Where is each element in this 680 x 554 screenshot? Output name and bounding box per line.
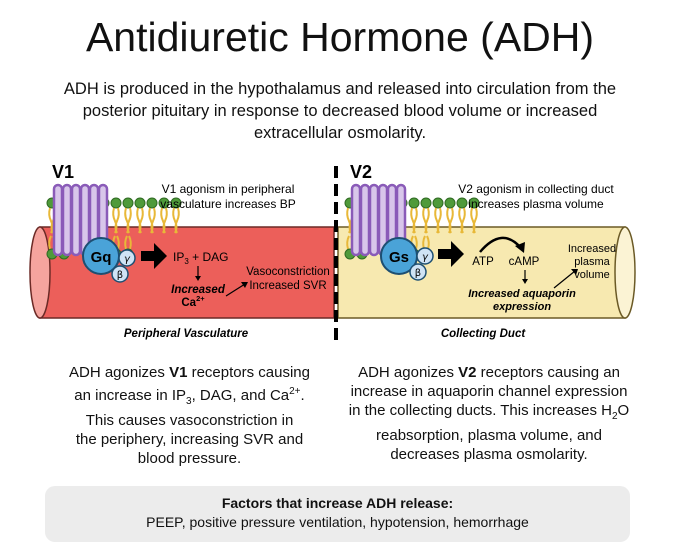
svg-text:β: β [117,270,123,281]
factors-title: Factors that increase ADH release: [221,495,454,511]
v1-arrow-icon [141,243,167,269]
gq-protein: Gq γ β [82,237,136,283]
plasma-volume-line2: plasma [574,256,610,268]
plasma-volume-line3: volume [574,269,609,281]
v2-description: ADH agonizes V2 receptors causing an inc… [348,364,630,463]
aquaporin-line1: Increased aquaporin [468,288,576,300]
v2-arrow-icon [438,241,464,267]
collecting-duct-label: Collecting Duct [441,328,527,340]
gs-protein: Gs γ β [380,237,434,281]
v1-label: V1 [52,162,74,182]
v1-receptor [52,183,109,257]
v2-caption-line1: V2 agonism in collecting duct [458,182,614,196]
conversion-arrow-icon [479,236,522,253]
increased-ca-line1: Increased [171,284,226,296]
peripheral-vasculature-label: Peripheral Vasculature [124,328,249,340]
v1-caption-line1: V1 agonism in peripheral [162,182,295,196]
camp-text: cAMP [509,256,540,268]
svg-text:β: β [415,268,421,279]
atp-text: ATP [472,256,494,268]
page-title: Antidiuretic Hormone (ADH) [85,14,595,60]
factors-box: Factors that increase ADH release: PEEP,… [45,486,630,542]
svg-text:Gq: Gq [91,249,112,266]
vasoconstriction-text: Vasoconstriction [246,266,330,278]
v2-label: V2 [350,162,372,182]
svg-text:γ: γ [124,254,131,265]
v1-description: ADH agonizes V1 receptors causing an inc… [69,364,310,467]
svg-text:Gs: Gs [389,249,409,266]
svg-text:γ: γ [422,252,429,263]
factors-text: PEEP, positive pressure ventilation, hyp… [146,514,529,530]
ip3-dag-text: IP3 + DAG [173,250,228,266]
increased-svr-text: Increased SVR [249,280,326,292]
plasma-volume-line1: Increased [568,243,616,255]
v1-caption-line2: vasculature increases BP [160,197,295,211]
v2-caption-line2: increases plasma volume [468,197,604,211]
mechanism-diagram: V1 V2 V1 agonism in peripheral vasculatu… [29,162,636,345]
aquaporin-line2: expression [493,301,551,313]
intro-text: ADH is produced in the hypothalamus and … [63,80,617,142]
increased-ca-line2: Ca2+ [181,294,205,309]
